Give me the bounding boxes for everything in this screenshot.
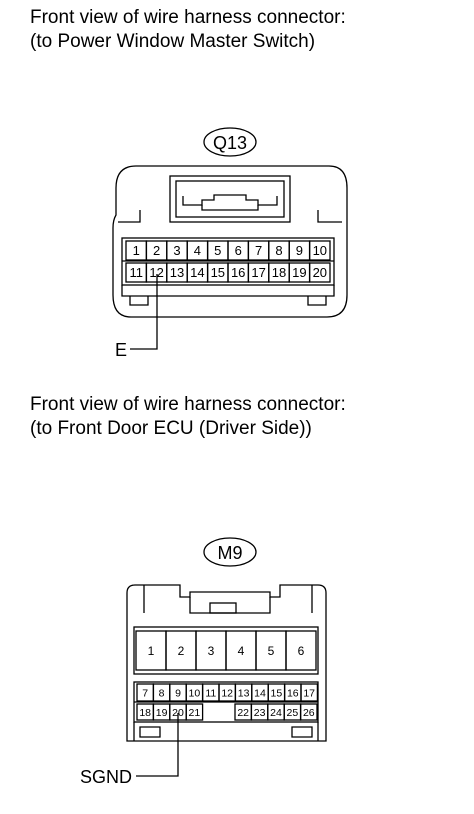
pin-number-16: 16	[287, 687, 299, 699]
pin-number-10: 10	[313, 243, 327, 258]
pin-number-4: 4	[238, 644, 245, 658]
pin-cell	[308, 262, 331, 283]
pin-number-18: 18	[139, 707, 151, 719]
lock-latch-tab	[209, 602, 237, 614]
lock-latch-tab	[182, 194, 278, 206]
pin-number-5: 5	[214, 243, 221, 258]
lock-latch-detail	[201, 205, 259, 211]
pin-cell	[300, 683, 319, 702]
connector-foot	[291, 726, 313, 738]
connector-side-tab	[118, 210, 141, 223]
pin-number-4: 4	[194, 243, 201, 258]
callout-label-sgnd: SGND	[80, 767, 132, 787]
pin-number-19: 19	[156, 707, 168, 719]
pin-number-3: 3	[208, 644, 215, 658]
pin-number-19: 19	[292, 265, 306, 280]
pin-number-14: 14	[190, 265, 204, 280]
pin-number-24: 24	[270, 707, 282, 719]
caption-line-2: (to Power Window Master Switch)	[30, 31, 316, 52]
pin-number-12: 12	[221, 687, 233, 699]
pin-cell	[285, 630, 317, 671]
pin-number-9: 9	[296, 243, 303, 258]
connector-code-badge	[203, 127, 257, 157]
pin-number-21: 21	[189, 707, 201, 719]
pin-number-15: 15	[271, 687, 283, 699]
caption-line-1: Front view of wire harness connector:	[30, 7, 346, 28]
pin-number-11: 11	[129, 265, 143, 280]
connector-foot	[307, 296, 327, 306]
pin-cell	[308, 240, 331, 261]
connector-body	[112, 165, 348, 318]
pin-number-23: 23	[254, 707, 266, 719]
pin-number-2: 2	[178, 644, 185, 658]
pin-number-25: 25	[287, 707, 299, 719]
pin-number-15: 15	[211, 265, 225, 280]
pin-number-7: 7	[142, 687, 148, 699]
pin-cavity-block-large	[133, 626, 319, 675]
pin-number-9: 9	[175, 687, 181, 699]
connector-foot	[139, 726, 161, 738]
caption-line-1: Front view of wire harness connector:	[30, 394, 346, 415]
caption-line-2: (to Front Door ECU (Driver Side))	[30, 418, 312, 439]
lock-latch	[189, 597, 271, 614]
connector-q13-caption: Front view of wire harness connector: (t…	[30, 6, 346, 54]
pin-number-6: 6	[298, 644, 305, 658]
lock-latch-inner	[175, 180, 285, 218]
pin-number-3: 3	[173, 243, 180, 258]
connector-foot	[129, 296, 149, 306]
pin-number-14: 14	[254, 687, 266, 699]
pin-number-13: 13	[238, 687, 250, 699]
pin-number-7: 7	[255, 243, 262, 258]
callout-leader-line	[130, 274, 158, 350]
pin-cell	[185, 703, 204, 721]
pin-number-18: 18	[272, 265, 286, 280]
connector-code-badge	[203, 537, 257, 567]
pin-number-16: 16	[231, 265, 245, 280]
pin-number-20: 20	[313, 265, 327, 280]
pin-number-10: 10	[189, 687, 201, 699]
connector-skirt	[121, 285, 335, 297]
pin-number-12: 12	[149, 265, 163, 280]
connector-code: M9	[217, 543, 242, 563]
pin-number-22: 22	[237, 707, 249, 719]
pin-number-26: 26	[303, 707, 315, 719]
pin-number-11: 11	[205, 687, 216, 699]
pin-number-17: 17	[251, 265, 265, 280]
pin-number-8: 8	[159, 687, 165, 699]
connector-m9-caption: Front view of wire harness connector: (t…	[30, 393, 346, 441]
pin-number-17: 17	[303, 687, 315, 699]
pin-number-6: 6	[235, 243, 242, 258]
pin-number-1: 1	[148, 644, 155, 658]
callout-label-e: E	[115, 340, 127, 360]
connector-code: Q13	[213, 133, 247, 153]
connector-side-rib	[143, 585, 313, 613]
pin-number-13: 13	[170, 265, 184, 280]
pin-cell	[299, 703, 318, 721]
pin-number-5: 5	[268, 644, 275, 658]
pin-number-8: 8	[275, 243, 282, 258]
pin-number-2: 2	[153, 243, 160, 258]
pin-number-1: 1	[133, 243, 140, 258]
callout-leader-line	[136, 713, 179, 777]
lock-latch	[169, 175, 291, 223]
connector-side-tab	[317, 210, 342, 223]
pin-number-20: 20	[172, 707, 184, 719]
